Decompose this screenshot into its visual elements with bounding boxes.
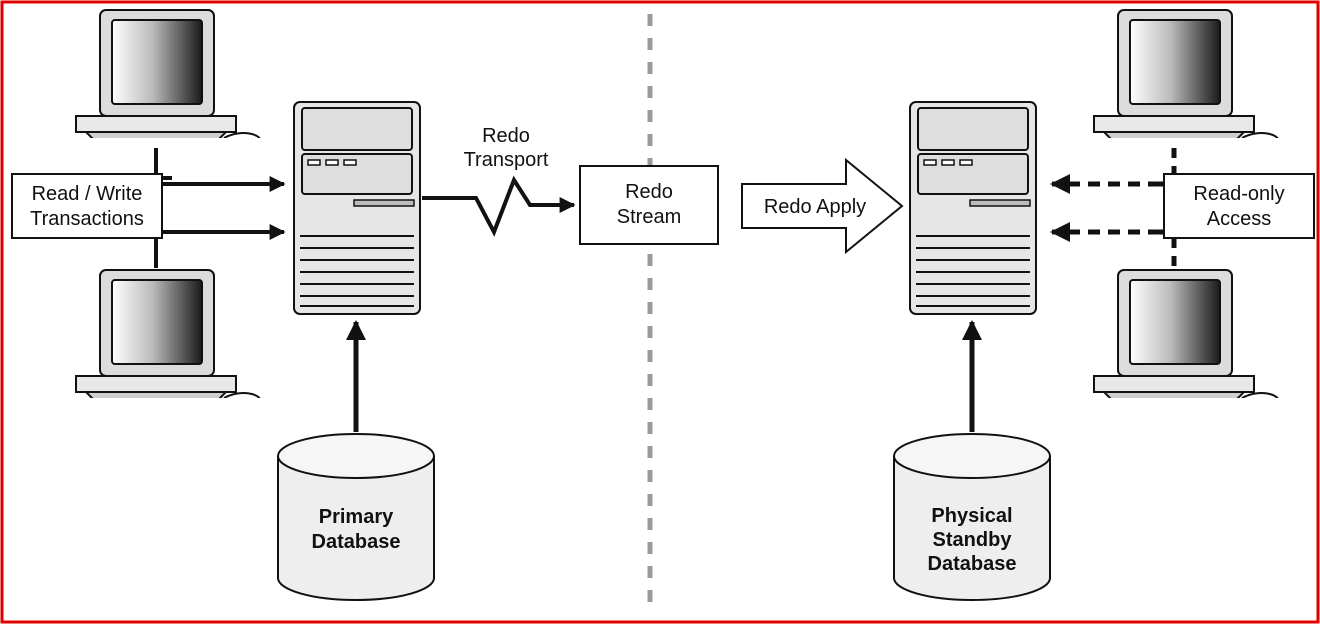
primary-db-label-line1: Primary (319, 506, 394, 528)
standby-db-label-line1: Physical (931, 505, 1012, 527)
redo-apply-arrow: Redo Apply (741, 157, 904, 255)
client-computer-bottom-right (1093, 269, 1281, 398)
redo-apply-label: Redo Apply (764, 196, 866, 218)
read-only-label-line1: Read-only (1193, 183, 1284, 205)
redo-stream-box: Redo Stream (579, 165, 719, 245)
client-computer-top-right (1093, 9, 1281, 138)
read-write-label-line1: Read / Write (32, 183, 143, 205)
redo-transport-label-line2: Transport (464, 149, 549, 171)
primary-db-label-line2: Database (312, 531, 401, 553)
primary-server-icon (293, 101, 421, 315)
redo-transport-link (422, 175, 560, 237)
redo-stream-label-line1: Redo (625, 181, 673, 203)
primary-database-cylinder: Primary Database (277, 433, 435, 601)
standby-server-icon (909, 101, 1037, 315)
redo-transport-label-line1: Redo (482, 125, 530, 147)
read-write-label-line2: Transactions (30, 208, 144, 230)
standby-database-cylinder: Physical Standby Database (893, 433, 1051, 601)
standby-db-label-line2: Standby (933, 529, 1013, 551)
redo-stream-label-line2: Stream (617, 206, 681, 228)
read-write-transactions-box: Read / Write Transactions (11, 173, 163, 239)
read-only-access-box: Read-only Access (1163, 173, 1315, 239)
client-computer-bottom-left (75, 269, 263, 398)
read-only-label-line2: Access (1207, 208, 1271, 230)
standby-db-label-line3: Database (928, 553, 1017, 575)
client-computer-top-left (75, 9, 263, 138)
